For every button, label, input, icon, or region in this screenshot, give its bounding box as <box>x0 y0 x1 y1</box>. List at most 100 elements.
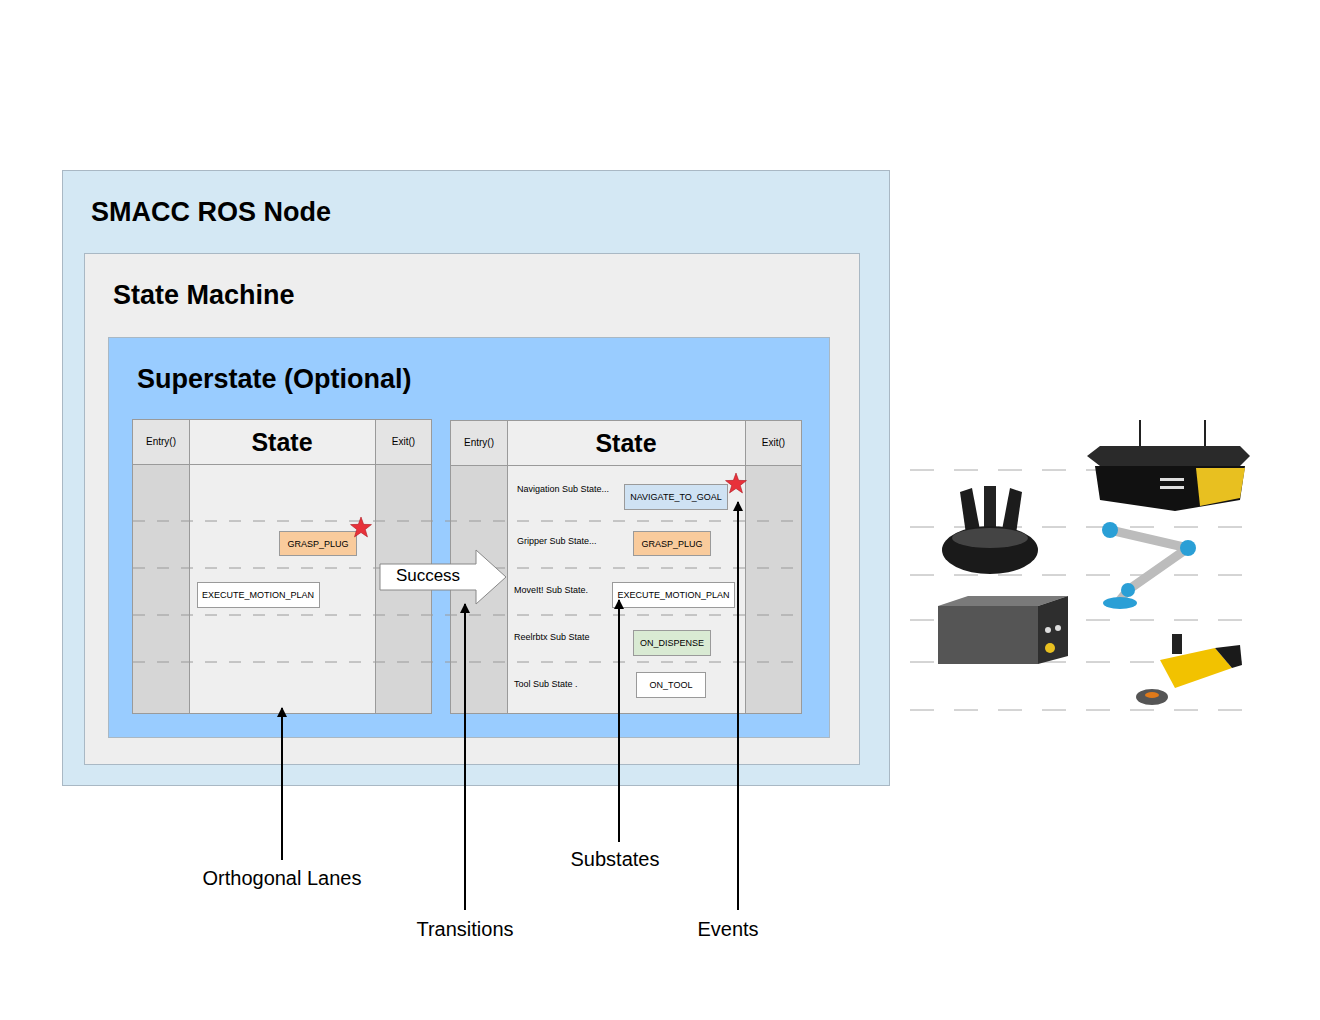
state-box: StateEntry()Exit()GRASP_PLUGEXECUTE_MOTI… <box>132 419 432 714</box>
knob <box>1045 627 1051 633</box>
state-machine-panel: State MachineSuperstate (Optional)StateE… <box>84 253 860 765</box>
grinder-cap <box>1215 645 1242 668</box>
arm-joint <box>1102 522 1118 538</box>
grinder-handle <box>1172 634 1182 654</box>
label-holder: Gripper Sub State... <box>517 530 597 548</box>
leader-arrow <box>464 604 466 910</box>
column-label: Entry() <box>133 420 189 465</box>
finger <box>984 486 996 528</box>
label-holder: Tool Sub State . <box>514 673 578 691</box>
label-holder: Events <box>578 918 878 941</box>
slot <box>1160 478 1184 481</box>
substate-label: EXECUTE_MOTION_PLAN <box>617 589 729 601</box>
substate-box: EXECUTE_MOTION_PLAN <box>197 582 320 608</box>
gripper-body <box>942 526 1038 574</box>
substate-box: ON_TOOL <box>636 672 706 698</box>
grinder-body <box>1160 648 1232 688</box>
lane-line <box>910 620 1250 621</box>
leader-arrow <box>618 600 620 842</box>
substate-box: GRASP_PLUG <box>633 531 711 556</box>
top-plate <box>1087 446 1250 466</box>
node-title: SMACC ROS Node <box>91 197 331 228</box>
column-label: Exit() <box>376 420 431 465</box>
box-front <box>938 606 1038 664</box>
grinder-picture <box>1136 634 1242 705</box>
state-box: StateEntry()Exit()NAVIGATE_TO_GOALGRASP_… <box>450 420 802 714</box>
transition-arrow <box>380 550 506 604</box>
orthogonal-lane-lines <box>133 521 801 662</box>
antenna <box>1204 420 1206 447</box>
arm-joint <box>1180 540 1196 556</box>
base-body <box>1095 466 1245 511</box>
callout-label: Orthogonal Lanes <box>202 867 361 890</box>
label-holder: MoveIt! Sub State. <box>514 579 588 597</box>
leader-arrows <box>282 502 738 910</box>
lane-line <box>910 710 1250 711</box>
arm-links <box>1110 530 1188 600</box>
column-label: Exit() <box>746 421 801 466</box>
gripper-palm <box>952 528 1028 548</box>
callout-label: Transitions <box>416 918 513 941</box>
ros-node-panel: SMACC ROS NodeState MachineSuperstate (O… <box>62 170 890 786</box>
substate-label: EXECUTE_MOTION_PLAN <box>202 589 314 601</box>
lane-name: MoveIt! Sub State. <box>514 585 588 595</box>
knob <box>1055 625 1061 631</box>
lane-line <box>133 521 801 522</box>
connector <box>1045 643 1055 653</box>
edge-label: Success <box>394 566 462 586</box>
superstate-panel: Superstate (Optional)StateEntry()Exit()G… <box>108 337 830 738</box>
lane-line <box>133 615 801 616</box>
label-holder: Success <box>368 566 488 586</box>
substate-label: ON_TOOL <box>650 679 693 691</box>
lane-line <box>910 575 1250 576</box>
base-side <box>1196 468 1245 506</box>
lane-line <box>910 527 1250 528</box>
gripper-picture <box>942 486 1038 574</box>
callout-label: Substates <box>571 848 660 871</box>
event-star <box>726 473 747 493</box>
label-holder: Orthogonal Lanes <box>132 867 432 890</box>
lane-line <box>910 662 1250 663</box>
finger <box>1002 488 1022 534</box>
entry-column: Entry() <box>132 419 190 714</box>
substate-box: EXECUTE_MOTION_PLAN <box>612 582 735 608</box>
substate-label: NAVIGATE_TO_GOAL <box>630 491 722 503</box>
substate-label: GRASP_PLUG <box>641 538 702 550</box>
substate-box: NAVIGATE_TO_GOAL <box>624 484 728 510</box>
event-star <box>351 517 372 537</box>
box-top <box>938 596 1068 606</box>
label-holder: Transitions <box>315 918 615 941</box>
lane-line <box>133 568 801 569</box>
arm-base <box>1103 597 1137 609</box>
slot <box>1160 486 1184 489</box>
robot-arm-picture <box>1102 522 1196 609</box>
lane-name: Gripper Sub State... <box>517 536 597 546</box>
substate-box: ON_DISPENSE <box>633 630 711 656</box>
lane-name: Reelrbtx Sub State <box>514 632 590 642</box>
lane-name: Tool Sub State . <box>514 679 578 689</box>
controller-box-picture <box>938 596 1068 664</box>
leader-arrow <box>281 708 283 860</box>
hardware-lane-lines <box>910 470 1250 710</box>
label-holder: Substates <box>465 848 765 871</box>
antenna <box>1139 420 1141 447</box>
label-holder: Navigation Sub State... <box>517 478 609 496</box>
finger <box>960 488 980 534</box>
lane-name: Navigation Sub State... <box>517 484 609 494</box>
substate-label: ON_DISPENSE <box>640 637 704 649</box>
node-title: State Machine <box>113 280 295 311</box>
lane-line <box>133 662 801 663</box>
grinder-hub <box>1145 692 1159 698</box>
leader-arrow <box>737 502 739 910</box>
substate-label: GRASP_PLUG <box>287 538 348 550</box>
exit-column: Exit() <box>745 420 802 714</box>
node-title: Superstate (Optional) <box>137 364 412 395</box>
label-holder: Reelrbtx Sub State <box>514 626 590 644</box>
callout-label: Events <box>697 918 758 941</box>
lane-line <box>910 470 1250 471</box>
mobile-base-picture <box>1087 420 1250 511</box>
substate-box: GRASP_PLUG <box>279 531 357 556</box>
